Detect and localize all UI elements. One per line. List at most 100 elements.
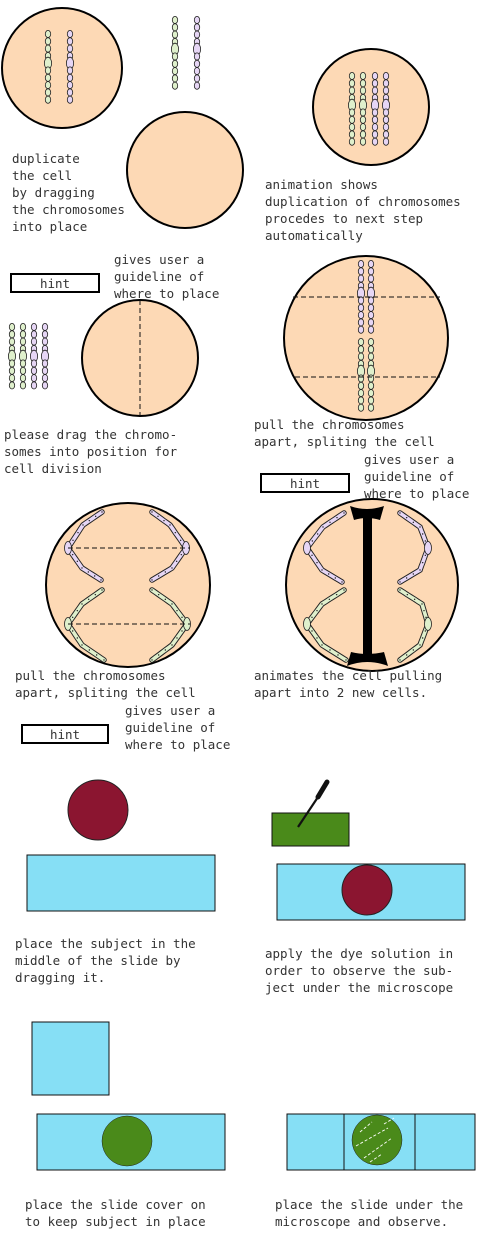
- cell-6-anaphase: [45, 502, 211, 668]
- chromosome-green-bottom-a-bead: [357, 396, 365, 405]
- strand-green-left-tick: [95, 654, 98, 656]
- chromosome-purple-1: [66, 29, 75, 104]
- chromosome-green-bottom-a-bead: [357, 337, 365, 346]
- strand-purple-left-tick: [81, 567, 83, 569]
- caption-apply-dye: apply the dye solution in order to obser…: [265, 946, 454, 995]
- strand-purple-right-7-tick: [412, 521, 415, 524]
- chromosome-purple-top-b-bead: [367, 311, 375, 320]
- strand-purple-left-7-tick: [316, 561, 318, 564]
- strand-purple-left-tick: [88, 519, 91, 522]
- chromosome-purple-loose-bead: [193, 30, 201, 39]
- chromosome-duplicated-3-bead: [382, 115, 390, 124]
- strand-purple-left-tick: [71, 553, 74, 556]
- chromosome-purple-loose-bead: [193, 74, 201, 83]
- chromosome-green-loose-bead: [171, 74, 179, 83]
- furrow-bottom-cap: [347, 652, 388, 666]
- chromosome-green-1-bead: [44, 37, 52, 46]
- chromosome-loose-pair-0-bead: [8, 330, 16, 339]
- chromosome-duplicated-2-bead: [371, 130, 379, 139]
- chromosome-purple-1-bead: [66, 37, 74, 46]
- chromosome-duplicated-0-bead: [348, 108, 356, 117]
- centromere-green-right-7: [424, 617, 432, 631]
- strand-green-right-tick: [164, 598, 167, 601]
- chromosome-loose-pair-3-bead: [41, 359, 49, 368]
- chromosome-loose-pair-0-bead: [8, 322, 16, 331]
- strand-green-right-7-tick: [406, 593, 409, 596]
- chromosome-loose-pair-3-bead: [41, 381, 49, 390]
- chromosome-green-bottom-a-bead: [357, 345, 365, 354]
- strand-purple-right-tick: [169, 524, 171, 526]
- strand-purple-right-7-tick: [405, 577, 408, 579]
- chromosome-duplicated-1-bead: [359, 137, 367, 146]
- hint-button-1[interactable]: hint: [10, 273, 100, 293]
- caption-pull-apart-2: pull the chromosomes apart, spliting the…: [15, 668, 196, 700]
- strand-green-left-tick: [81, 644, 83, 646]
- chromosome-purple-top-a-bead: [357, 274, 365, 283]
- chromosome-duplicated-2-bead: [371, 115, 379, 124]
- strand-green-right-tick: [157, 593, 160, 596]
- chromosome-green-1-bead: [44, 81, 52, 90]
- strand-green-left-tick: [103, 659, 105, 661]
- cell-3: [312, 48, 430, 166]
- strand-purple-right-7-tick: [421, 561, 424, 564]
- strand-green-left-7-tick: [329, 649, 331, 651]
- chromosome-green-loose-bead: [171, 52, 179, 61]
- chromosome-purple-top-b-bead: [367, 325, 375, 334]
- strand-green-left-7-tick: [337, 654, 339, 656]
- caption-hint-guideline-2: gives user a guideline of where to place: [364, 452, 470, 501]
- chromosome-green-bottom-b-bead: [367, 389, 375, 398]
- strand-purple-left-7-tick: [343, 512, 345, 514]
- strand-green-right-7-tick: [421, 637, 424, 639]
- strand-purple-right-tick: [171, 567, 173, 569]
- chromosome-purple-loose-bead: [193, 15, 201, 24]
- strand-green-right-tick: [176, 609, 178, 612]
- strand-green-left-tick: [87, 598, 90, 601]
- chromosome-purple-1-bead: [66, 81, 74, 90]
- chromosome-duplicated-2-bead: [371, 108, 379, 117]
- furrow-top-cap: [350, 506, 384, 520]
- subject-stained: [101, 1115, 153, 1167]
- chromosome-green-loose-bead: [171, 30, 179, 39]
- chromosome-green-bottom-b-bead: [367, 345, 375, 354]
- caption-slide-cover: place the slide cover on to keep subject…: [25, 1197, 206, 1229]
- strand-green-right-tick: [176, 637, 178, 639]
- strand-green-left-tick: [71, 616, 74, 619]
- chromosome-duplicated-3-bead: [382, 137, 390, 146]
- chromosome-duplicated-1-bead: [359, 79, 367, 88]
- strand-purple-left-tick: [93, 575, 96, 577]
- strand-purple-right-7-tick: [424, 540, 427, 542]
- chromosome-purple-top-b-bead: [367, 303, 375, 312]
- chromosome-green-bottom-a-bead: [357, 381, 365, 390]
- strand-green-left-7-tick: [321, 644, 323, 646]
- strand-green-right-tick: [181, 616, 183, 619]
- strand-green-left-7-tick: [343, 589, 345, 591]
- chromosome-loose-pair-0-bead: [8, 381, 16, 390]
- hint-button-2[interactable]: hint: [260, 473, 350, 493]
- strand-green-right-7-tick: [399, 659, 401, 661]
- chromosome-duplicated-1-bead: [359, 86, 367, 95]
- chromosome-duplicated-2-bead: [371, 72, 379, 81]
- strand-purple-right-tick: [157, 575, 160, 577]
- centromere-purple-right-7: [424, 541, 432, 555]
- chromosome-purple-loose-bead: [193, 59, 201, 68]
- glare-line: [369, 1153, 383, 1163]
- chromosome-green-bottom-b-bead: [367, 403, 375, 412]
- chromosome-purple-loose-bead: [193, 52, 201, 61]
- slide-1: [26, 854, 216, 912]
- chromosome-duplicated-3-bead: [382, 130, 390, 139]
- chromosome-loose-pair-0-bead: [8, 337, 16, 346]
- strand-green-left-7-tick: [321, 603, 323, 605]
- hint-button-3[interactable]: hint: [21, 724, 109, 744]
- strand-green-right-7-tick: [424, 630, 427, 632]
- chromosome-duplicated-3-bead: [382, 108, 390, 117]
- chromosome-green-loose-bead: [171, 15, 179, 24]
- chromosome-green-1-bead: [44, 95, 52, 104]
- chromosome-green-1-bead: [44, 44, 52, 53]
- caption-duplication-animation: animation shows duplication of chromosom…: [265, 177, 461, 243]
- dye-solution: [271, 812, 350, 847]
- strand-purple-right-tick: [151, 511, 153, 513]
- strand-purple-left-tick: [72, 539, 74, 542]
- chromosome-loose-pair-3-bead: [41, 374, 49, 383]
- strand-purple-left-7-tick: [322, 526, 324, 528]
